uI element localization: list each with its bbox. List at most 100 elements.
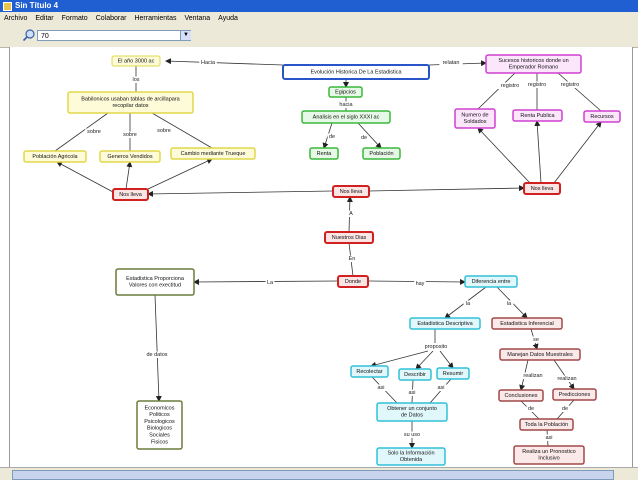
concept-node-generos[interactable]: Generos Vendidos (99, 150, 161, 163)
concept-node-text: Recursos (590, 114, 613, 120)
concept-node-manejan[interactable]: Manejan Datos Muestrales (499, 348, 581, 361)
concept-node-text: Egipcios (335, 89, 356, 95)
concept-node-text: Población Agricola (32, 154, 78, 160)
chevron-down-icon[interactable]: ▼ (180, 31, 191, 40)
link-label: La (267, 280, 274, 286)
link-label-background (504, 300, 514, 307)
concept-node-text: Resumir (443, 371, 464, 377)
concept-node-nosleva3[interactable]: Nos lleva (523, 182, 561, 195)
concept-node-estinf[interactable]: Estadistica Inferencial (491, 317, 563, 330)
connector-line (147, 190, 334, 197)
concept-node-text: Inclusivo (538, 456, 559, 462)
link-label-background (463, 300, 473, 307)
link-label-background (265, 279, 275, 286)
concept-node-ano3000[interactable]: El año 3000 ac (111, 55, 161, 67)
link-label: relatan (443, 60, 460, 66)
app-icon (3, 2, 12, 11)
concept-node-nosleva1[interactable]: Nos lleva (112, 188, 149, 201)
concept-node-predicciones[interactable]: Predicciones (552, 388, 597, 401)
concept-node-text: Valores con exectitud (129, 283, 181, 289)
menu-ayuda[interactable]: Ayuda (218, 15, 238, 22)
concept-node-analisis[interactable]: Analisis en el siglo XXXI ac (301, 110, 391, 124)
concept-node-conclusiones[interactable]: Conclusiones (498, 389, 544, 402)
concept-node-text: El año 3000 ac (118, 58, 155, 64)
concept-node-nosleva2[interactable]: Nos lleva (332, 185, 370, 198)
concept-node-toda[interactable]: Toda la Población (519, 418, 574, 431)
menu-ventana[interactable]: Ventana (184, 15, 211, 22)
concept-node-box (409, 317, 481, 330)
concept-node-text: Realiza un Pronostico (522, 449, 576, 455)
concept-node-box (485, 54, 582, 74)
connector-line (534, 120, 542, 184)
concept-node-recursos[interactable]: Recursos (583, 110, 621, 123)
concept-node-text: Emperador Romano (509, 65, 559, 71)
concept-node-rentapub[interactable]: Renta Publica (512, 109, 563, 122)
concept-node-box (376, 402, 448, 422)
concept-node-text: Población (369, 151, 393, 157)
connector-line (165, 58, 284, 66)
concept-node-box (328, 86, 363, 98)
concept-node-box (523, 182, 561, 195)
menu-archivo[interactable]: Archivo (4, 15, 28, 22)
concept-node-egipcios[interactable]: Egipcios (328, 86, 363, 98)
concept-node-text: Politicos (149, 412, 170, 418)
concept-node-box (309, 147, 339, 160)
concept-node-text: Sucesos historicos donde un (498, 58, 568, 64)
concept-node-text: Nos lleva (119, 192, 143, 198)
concept-node-text: Estadistica Inferencial (500, 321, 554, 327)
concept-node-babilonicos[interactable]: Babilonicos usaban tablas de arcillapara… (67, 91, 194, 114)
concept-node-recolectar[interactable]: Recolectar (350, 365, 389, 378)
link-label: de datos (146, 352, 167, 358)
horizontal-scrollbar[interactable] (0, 467, 638, 480)
concept-node-text: Fisicos (151, 439, 168, 445)
concept-node-poblacion-agricola[interactable]: Población Agricola (23, 150, 87, 163)
concept-node-diferencia[interactable]: Diferencia entre (464, 275, 518, 288)
concept-node-poblacion[interactable]: Población (362, 147, 401, 160)
concept-node-cambio[interactable]: Cambio mediante Trueque (170, 147, 256, 160)
concept-node-text: Nos lleva (340, 189, 364, 195)
concept-node-text: de Datos (401, 413, 423, 419)
menu-herramientas[interactable]: Herramientas (134, 15, 177, 22)
concept-node-text: Cambio mediante Trueque (181, 151, 246, 157)
connector-line (357, 122, 382, 149)
concept-node-estdesc[interactable]: Estadistica Descriptiva (409, 317, 481, 330)
concept-node-text: Renta (317, 151, 333, 157)
concept-node-economicos[interactable]: EconomicosPoliticosPsicologicosBiologico… (136, 400, 183, 450)
concept-node-box (337, 275, 369, 288)
concept-node-text: Babilonicos usaban tablas de arcillapara (81, 96, 180, 102)
concept-node-renta[interactable]: Renta (309, 147, 339, 160)
link-label-background (348, 210, 354, 217)
link-label-background (543, 434, 555, 441)
connector-line (370, 350, 429, 368)
concept-node-main[interactable]: Evolución Historica De La Estadistica (282, 64, 430, 80)
zoom-icon[interactable] (22, 28, 36, 42)
concept-node-box (512, 109, 563, 122)
concept-node-donde[interactable]: Donde (337, 275, 369, 288)
link-label-background (519, 372, 547, 379)
connector-line (154, 294, 162, 402)
connector-line (439, 350, 454, 369)
link-label: proposito (425, 344, 448, 350)
concept-node-text: Nuestros Dias (332, 235, 367, 241)
link-label-background (414, 280, 426, 287)
menu-bar: Archivo Editar Formato Colaborar Herramienta… (0, 12, 638, 25)
concept-node-nuestrosdias[interactable]: Nuestros Dias (324, 231, 374, 244)
menu-colaborar[interactable]: Colaborar (95, 15, 127, 22)
link-label: registro (561, 82, 579, 88)
concept-node-box (499, 348, 581, 361)
concept-node-box (112, 188, 149, 201)
link-label: asi (377, 385, 384, 391)
link-label-background (406, 389, 418, 396)
concept-node-text: Obtener un conjunto (387, 406, 437, 412)
concept-node-describir[interactable]: Describir (398, 368, 432, 381)
connector-line (54, 112, 109, 152)
menu-editar[interactable]: Editar (35, 15, 54, 22)
menu-formato[interactable]: Formato (61, 15, 88, 22)
concept-node-resumir[interactable]: Resumir (436, 367, 470, 380)
